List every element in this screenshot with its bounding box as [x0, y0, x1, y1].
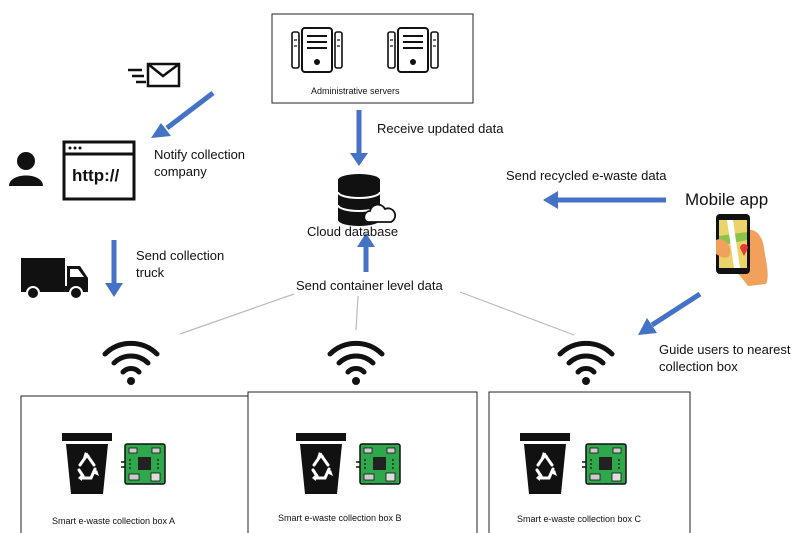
send-truck-label-line1: Send collection: [136, 248, 225, 263]
circuit-board-icon: [355, 443, 401, 485]
receive-updated-label: Receive updated data: [377, 121, 504, 136]
wifi-icon: [105, 343, 157, 385]
guide-users-label-line1: Guide users to nearest: [659, 342, 791, 357]
truck-icon: [21, 258, 88, 300]
box-c-label: Smart e-waste collection box C: [517, 514, 642, 524]
wifi-icon: [330, 343, 382, 385]
send-truck-label-line2: truck: [136, 265, 165, 280]
guide-users-label-line2: collection box: [659, 359, 738, 374]
url-text: http://: [72, 166, 120, 185]
box-b-label: Smart e-waste collection box B: [278, 513, 402, 523]
servers-label: Administrative servers: [311, 86, 400, 96]
user-icon: [9, 152, 43, 186]
circuit-board-icon: [120, 443, 166, 485]
connector-lines: [179, 291, 575, 336]
send-recycled-label: Send recycled e-waste data: [506, 168, 667, 183]
notify-company-label-line2: company: [154, 164, 207, 179]
send-container-level-label: Send container level data: [296, 278, 443, 293]
cloud-database-label: Cloud database: [307, 224, 399, 239]
wifi-icon: [560, 343, 612, 385]
notify-company-label-line1: Notify collection: [154, 147, 246, 162]
box-a-label: Smart e-waste collection box A: [52, 516, 176, 526]
browser-icon: [62, 140, 136, 201]
circuit-board-icon: [581, 443, 627, 485]
email-icon: [128, 62, 181, 88]
cloud-icon: [363, 203, 397, 223]
mobile-app-label: Mobile app: [685, 190, 769, 209]
phone-map-icon: [716, 214, 768, 286]
arrows: [105, 91, 702, 335]
